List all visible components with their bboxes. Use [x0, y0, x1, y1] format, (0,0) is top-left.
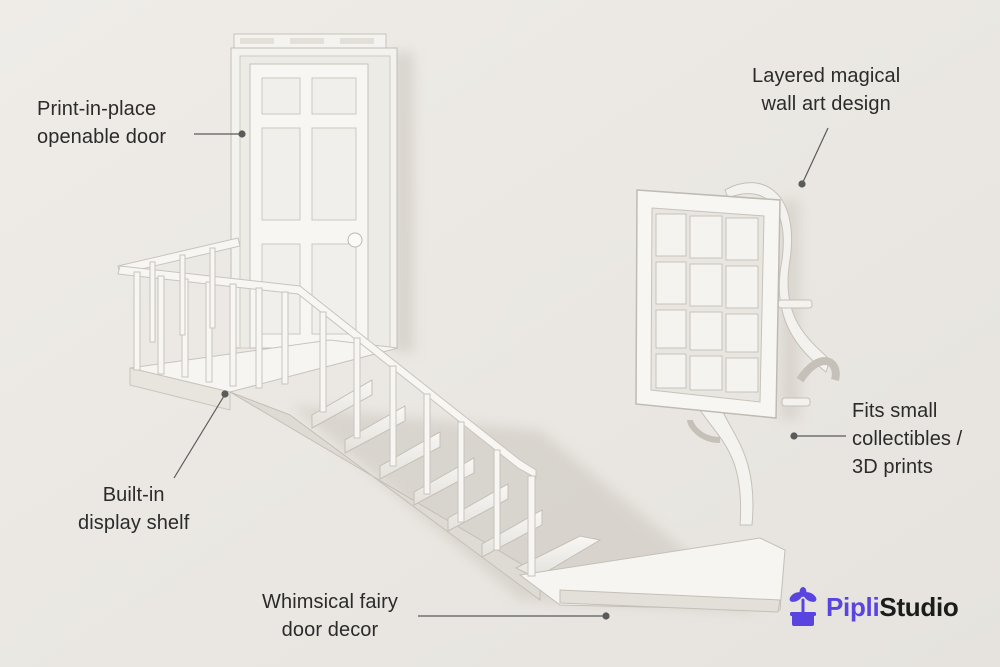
label-line: Print-in-place	[37, 98, 157, 120]
label-collectibles: Fits small collectibles / 3D prints	[852, 397, 962, 481]
door-knob	[347, 232, 363, 248]
label-line: Built-in	[102, 484, 165, 506]
label-line: display shelf	[78, 512, 190, 534]
sprout-pot-icon	[789, 587, 817, 626]
label-openable-door: Print-in-place openable door	[37, 95, 166, 151]
window-panes	[655, 213, 759, 393]
label-line: openable door	[37, 126, 167, 148]
label-line: Whimsical fairy	[262, 591, 398, 613]
leader-lines	[173, 127, 846, 620]
brand-logo: PipliStudio	[786, 583, 959, 631]
brand-name-part1: Pipli	[826, 591, 880, 622]
display-shelf	[129, 339, 399, 411]
railings	[117, 237, 537, 577]
balusters	[133, 247, 536, 577]
label-line: Layered magical	[752, 65, 901, 87]
label-wall-art: Layered magical wall art design	[752, 62, 900, 118]
label-fairy-door-decor: Whimsical fairy door decor	[262, 588, 398, 644]
label-line: Fits small	[852, 400, 938, 422]
label-line: 3D prints	[852, 456, 933, 478]
label-line: door decor	[281, 619, 379, 641]
label-line: collectibles /	[852, 428, 963, 450]
label-display-shelf: Built-in display shelf	[78, 481, 189, 537]
brand-name: PipliStudio	[826, 591, 959, 623]
window-wall-art	[635, 182, 840, 526]
label-line: wall art design	[761, 93, 891, 115]
brand-name-part2: Studio	[879, 591, 959, 622]
